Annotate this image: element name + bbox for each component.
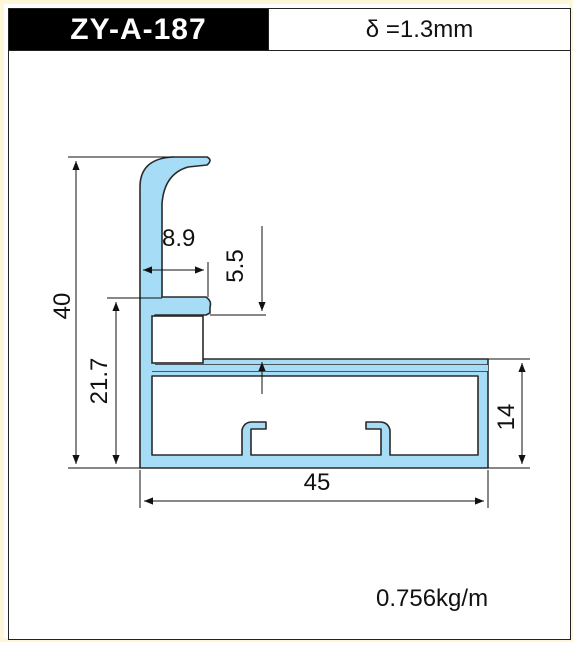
profile-drawing: 40 21.7 8.9 5.5 14 45 (49, 156, 530, 508)
profile-inner-cavity (151, 375, 479, 456)
web-inner-space (151, 315, 204, 364)
profile-section (139, 156, 489, 469)
drawing-frame: ZY-A-187 δ =1.3mm (8, 8, 571, 640)
dim-14-label: 14 (493, 404, 520, 431)
dim-45-label: 45 (304, 469, 331, 496)
profile-code: ZY-A-187 (9, 9, 268, 50)
dim-5-5-label: 5.5 (222, 249, 249, 282)
dimension-lines (68, 156, 530, 508)
dim-40-label: 40 (49, 293, 76, 320)
title-block: ZY-A-187 δ =1.3mm (9, 9, 570, 51)
web-band (152, 365, 488, 371)
wall-thickness: δ =1.3mm (268, 9, 570, 50)
dim-8-9-label: 8.9 (162, 225, 195, 252)
weight-per-meter: 0.756kg/m (376, 585, 489, 612)
dim-21-7-label: 21.7 (86, 358, 113, 405)
